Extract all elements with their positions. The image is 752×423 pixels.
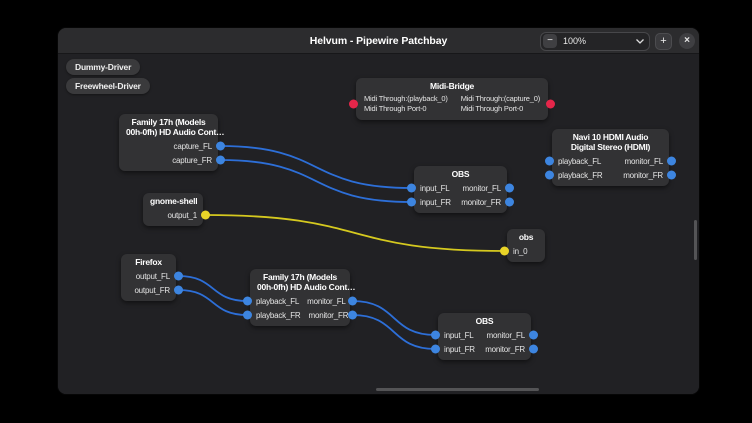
- zoom-out-button[interactable]: −: [543, 34, 557, 48]
- patch-wire-video: [205, 214, 505, 252]
- port-dot[interactable]: [667, 156, 676, 166]
- node-gnome-shell[interactable]: gnome-shell output_1: [143, 193, 210, 227]
- port-label[interactable]: playback_FL: [256, 296, 300, 306]
- port-dot-midi-out[interactable]: [546, 99, 555, 109]
- node-title: Family 17h (Models 00h-0fh) HD Audio Con…: [126, 117, 225, 138]
- port-dot[interactable]: [243, 310, 252, 320]
- port-label[interactable]: Midi Through:(playback_0) Midi Through P…: [364, 94, 448, 113]
- horizontal-scrollbar-thumb[interactable]: [376, 388, 539, 391]
- node-title: OBS: [451, 169, 470, 179]
- port-label[interactable]: capture_FR: [172, 155, 212, 165]
- node-title: Navi 10 HDMI Audio Digital Stereo (HDMI): [570, 132, 651, 153]
- port-label[interactable]: playback_FR: [256, 310, 301, 320]
- node-dummy-driver[interactable]: Dummy-Driver: [66, 59, 141, 75]
- port-dot[interactable]: [174, 285, 183, 295]
- port-label[interactable]: input_FL: [420, 183, 450, 193]
- node-title: OBS: [475, 316, 494, 326]
- vertical-scrollbar-thumb[interactable]: [694, 220, 697, 260]
- patch-wire-audio: [220, 159, 412, 203]
- close-button[interactable]: ×: [679, 33, 695, 49]
- zoom-in-button[interactable]: +: [655, 32, 672, 50]
- port-label[interactable]: output_FL: [135, 271, 170, 281]
- chevron-down-icon[interactable]: [635, 38, 645, 45]
- port-label[interactable]: Midi Through:(capture_0) Midi Through Po…: [460, 94, 540, 113]
- zoom-level-value: 100%: [563, 36, 587, 46]
- port-dot[interactable]: [500, 246, 509, 256]
- port-label[interactable]: input_FL: [444, 330, 474, 340]
- port-label[interactable]: monitor_FR: [461, 197, 501, 207]
- patch-wire-audio: [352, 300, 436, 336]
- port-label[interactable]: monitor_FR: [623, 170, 663, 180]
- port-label[interactable]: monitor_FL: [624, 156, 664, 166]
- port-label[interactable]: monitor_FR: [308, 310, 349, 320]
- port-label[interactable]: monitor_FL: [462, 183, 502, 193]
- port-label[interactable]: input_FR: [420, 197, 451, 207]
- titlebar-controls: − 100% + ×: [540, 31, 695, 51]
- zoom-control: − 100%: [540, 31, 650, 51]
- node-title: Firefox: [135, 257, 162, 267]
- port-dot[interactable]: [216, 141, 225, 151]
- helvum-window: Helvum - Pipewire Patchbay − 100% + × Du…: [57, 27, 700, 395]
- node-obs-middle[interactable]: OBS input_FL monitor_FL input_FR monitor…: [407, 166, 514, 214]
- port-dot[interactable]: [407, 197, 416, 207]
- port-label[interactable]: capture_FL: [173, 141, 213, 151]
- port-label[interactable]: monitor_FR: [485, 344, 525, 354]
- node-family17h-capture[interactable]: Family 17h (Models 00h-0fh) HD Audio Con…: [119, 114, 225, 172]
- port-dot[interactable]: [545, 170, 554, 180]
- port-dot[interactable]: [505, 183, 514, 193]
- node-freewheel-driver[interactable]: Freewheel-Driver: [66, 78, 150, 94]
- window-title: Helvum - Pipewire Patchbay: [309, 35, 448, 47]
- port-dot[interactable]: [667, 170, 676, 180]
- port-label[interactable]: monitor_FL: [486, 330, 526, 340]
- port-dot[interactable]: [201, 210, 210, 220]
- node-title: obs: [518, 232, 534, 242]
- patch-wire-audio: [220, 145, 412, 189]
- port-label[interactable]: monitor_FL: [307, 296, 346, 306]
- node-title: gnome-shell: [150, 196, 198, 206]
- port-dot[interactable]: [431, 330, 440, 340]
- node-midi-bridge[interactable]: Midi-Bridge Midi Through:(playback_0) Mi…: [349, 78, 555, 120]
- patch-wire-audio: [178, 289, 248, 316]
- node-title: Midi-Bridge: [430, 81, 474, 91]
- port-label[interactable]: playback_FR: [558, 170, 603, 180]
- port-label[interactable]: input_FR: [444, 344, 475, 354]
- port-dot[interactable]: [529, 344, 538, 354]
- node-obs-bottom[interactable]: OBS input_FL monitor_FL input_FR monitor…: [431, 313, 538, 361]
- port-dot[interactable]: [505, 197, 514, 207]
- node-family17h-playback[interactable]: Family 17h (Models 00h-0fh) HD Audio Con…: [243, 269, 357, 327]
- patch-wire-audio: [178, 275, 248, 302]
- port-dot[interactable]: [216, 155, 225, 165]
- port-label[interactable]: output_1: [167, 210, 197, 220]
- port-dot[interactable]: [174, 271, 183, 281]
- port-label[interactable]: output_FR: [134, 285, 170, 295]
- canvas[interactable]: Dummy-Driver Freewheel-Driver Midi-Bridg…: [58, 54, 699, 394]
- port-label[interactable]: playback_FL: [558, 156, 602, 166]
- patch-wire-audio: [352, 314, 436, 350]
- node-title: Family 17h (Models 00h-0fh) HD Audio Con…: [257, 272, 356, 293]
- port-dot[interactable]: [243, 296, 252, 306]
- node-navi10-hdmi[interactable]: Navi 10 HDMI Audio Digital Stereo (HDMI)…: [545, 129, 676, 187]
- port-dot[interactable]: [348, 310, 357, 320]
- node-obs-video[interactable]: obs in_0: [500, 229, 545, 263]
- port-dot-midi-in[interactable]: [349, 99, 358, 109]
- port-dot[interactable]: [529, 330, 538, 340]
- titlebar[interactable]: Helvum - Pipewire Patchbay − 100% + ×: [58, 28, 699, 54]
- node-firefox[interactable]: Firefox output_FL output_FR: [121, 254, 183, 302]
- port-dot[interactable]: [407, 183, 416, 193]
- port-label[interactable]: in_0: [513, 246, 528, 256]
- port-dot[interactable]: [431, 344, 440, 354]
- port-dot[interactable]: [545, 156, 554, 166]
- port-dot[interactable]: [348, 296, 357, 306]
